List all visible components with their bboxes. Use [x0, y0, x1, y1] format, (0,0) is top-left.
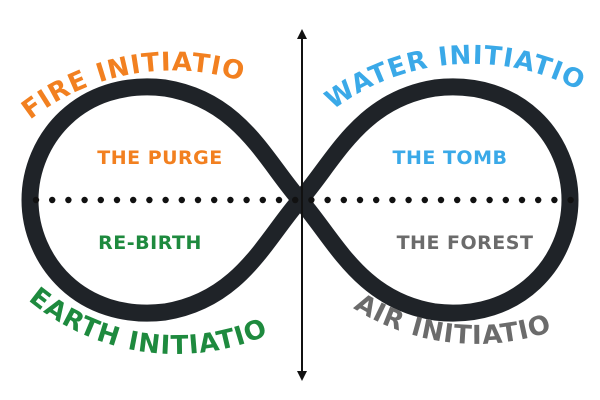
dot — [97, 196, 105, 204]
dot — [486, 196, 493, 204]
dot — [178, 196, 185, 204]
dot — [32, 196, 40, 204]
dot — [275, 196, 283, 204]
dot — [340, 196, 347, 204]
dot — [405, 196, 412, 204]
re-birth-label: RE-BIRTH — [98, 232, 202, 254]
dotted-horizontal-line — [32, 196, 574, 204]
dot — [373, 196, 380, 204]
dot — [49, 196, 56, 204]
dot — [535, 196, 542, 204]
the-purge-label: THE PURGE — [97, 147, 223, 169]
dot — [65, 196, 72, 204]
dot — [437, 196, 445, 204]
dot — [567, 196, 574, 204]
dot — [113, 196, 121, 204]
dot — [356, 196, 364, 204]
the-tomb-label: THE TOMB — [393, 147, 508, 169]
dot — [421, 196, 428, 204]
the-forest-label: THE FOREST — [397, 232, 534, 254]
dot — [259, 196, 266, 204]
dot — [211, 196, 218, 204]
dot — [292, 196, 299, 204]
dot — [146, 196, 153, 204]
dot — [454, 196, 461, 204]
dot — [130, 196, 137, 204]
dot — [308, 196, 315, 204]
dot — [194, 196, 202, 204]
dot — [551, 196, 558, 204]
dot — [502, 196, 509, 204]
dot — [518, 196, 526, 204]
dot — [324, 196, 331, 204]
dot — [470, 196, 477, 204]
dot — [81, 196, 88, 204]
dot — [243, 196, 250, 204]
dot — [162, 196, 169, 204]
dot — [227, 196, 234, 204]
dot — [389, 196, 396, 204]
